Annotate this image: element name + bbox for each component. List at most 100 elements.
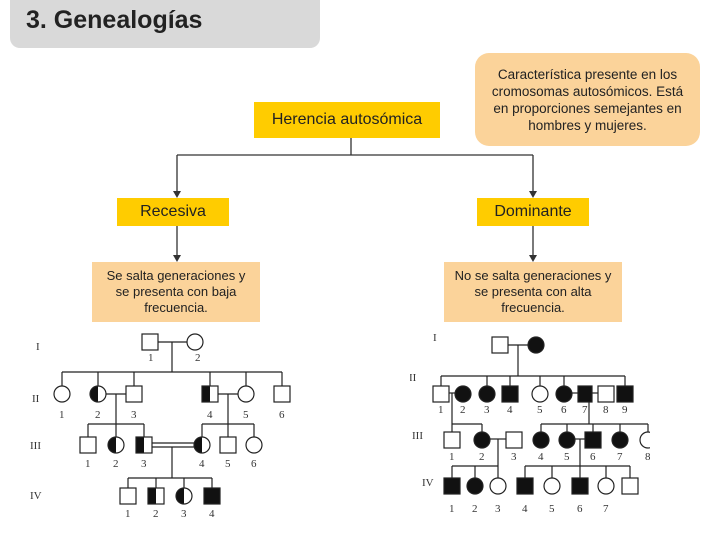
individual-number: 3 <box>141 458 147 470</box>
individual-number: 1 <box>125 508 131 520</box>
generation-label: II <box>32 393 40 405</box>
individual-number: 2 <box>460 404 466 416</box>
male-symbol <box>125 385 143 403</box>
female-symbol <box>237 385 255 403</box>
female-symbol <box>489 477 507 495</box>
individual-number: 8 <box>603 404 609 416</box>
dominant-pedigree: I II III IV <box>410 332 650 515</box>
individual-number: 5 <box>549 503 555 515</box>
individual-number: 7 <box>582 404 588 416</box>
male-symbol <box>584 431 602 449</box>
generation-label: I <box>433 332 437 344</box>
individual-number: 6 <box>279 409 285 421</box>
individual-number: 1 <box>449 503 455 515</box>
male-symbol <box>516 477 534 495</box>
male-symbol <box>141 333 159 351</box>
male-symbol <box>147 487 165 505</box>
female-symbol <box>543 477 561 495</box>
individual-number: 1 <box>148 352 154 364</box>
individual-number: 3 <box>495 503 501 515</box>
male-symbol <box>443 477 461 495</box>
individual-number: 5 <box>225 458 231 470</box>
individual-number: 4 <box>538 451 544 463</box>
page-title: 3. Genealogías <box>26 6 203 34</box>
male-symbol <box>597 385 615 403</box>
male-symbol <box>501 385 519 403</box>
title-bar <box>10 0 320 48</box>
female-symbol <box>639 431 650 449</box>
female-symbol <box>193 436 211 454</box>
individual-number: 2 <box>195 352 201 364</box>
individual-number: 4 <box>207 409 213 421</box>
female-symbol <box>89 385 107 403</box>
male-symbol <box>621 477 639 495</box>
female-symbol <box>611 431 629 449</box>
dominante-box: Dominante <box>477 198 589 226</box>
individual-number: 1 <box>85 458 91 470</box>
individual-number: 2 <box>472 503 478 515</box>
generation-label: II <box>410 372 417 384</box>
individual-number: 4 <box>199 458 205 470</box>
individual-number: 2 <box>479 451 485 463</box>
individual-number: 4 <box>522 503 528 515</box>
female-symbol <box>53 385 71 403</box>
individual-number: 6 <box>590 451 596 463</box>
herencia-autosomica-box: Herencia autosómica <box>254 102 440 138</box>
individual-number: 4 <box>209 508 215 520</box>
individual-number: 2 <box>153 508 159 520</box>
female-symbol <box>527 336 545 354</box>
male-symbol <box>201 385 219 403</box>
male-symbol <box>135 436 153 454</box>
individual-number: 8 <box>645 451 650 463</box>
generation-label: III <box>412 430 423 442</box>
individual-number: 3 <box>484 404 490 416</box>
recessive-pedigree: I II III IV <box>30 333 291 520</box>
female-symbol <box>478 385 496 403</box>
male-symbol <box>79 436 97 454</box>
generation-label: III <box>30 440 41 452</box>
male-symbol <box>505 431 523 449</box>
female-symbol <box>531 385 549 403</box>
individual-number: 6 <box>577 503 583 515</box>
female-symbol <box>245 436 263 454</box>
male-symbol <box>616 385 634 403</box>
individual-number: 3 <box>131 409 137 421</box>
individual-number: 7 <box>617 451 623 463</box>
individual-number: 1 <box>449 451 455 463</box>
recesiva-description-box: Se salta generaciones y se presenta con … <box>92 262 260 322</box>
male-symbol <box>203 487 221 505</box>
female-symbol <box>186 333 204 351</box>
individual-number: 2 <box>113 458 119 470</box>
male-symbol <box>571 477 589 495</box>
individual-number: 6 <box>561 404 567 416</box>
individual-number: 5 <box>537 404 543 416</box>
individual-number: 1 <box>59 409 65 421</box>
male-symbol <box>219 436 237 454</box>
female-symbol <box>555 385 573 403</box>
individual-number: 5 <box>564 451 570 463</box>
individual-number: 7 <box>603 503 609 515</box>
male-symbol <box>443 431 461 449</box>
female-symbol <box>532 431 550 449</box>
individual-number: 3 <box>511 451 517 463</box>
generation-label: I <box>36 341 40 353</box>
dominante-description-box: No se salta generaciones y se presenta c… <box>444 262 622 322</box>
male-symbol <box>273 385 291 403</box>
recesiva-box: Recesiva <box>117 198 229 226</box>
female-symbol <box>473 431 491 449</box>
female-symbol <box>597 477 615 495</box>
individual-number: 3 <box>181 508 187 520</box>
male-symbol <box>491 336 509 354</box>
individual-number: 5 <box>243 409 249 421</box>
individual-number: 4 <box>507 404 513 416</box>
generation-label: IV <box>422 477 434 489</box>
female-symbol <box>107 436 125 454</box>
individual-number: 1 <box>438 404 444 416</box>
individual-number: 9 <box>622 404 628 416</box>
female-symbol <box>175 487 193 505</box>
male-symbol <box>119 487 137 505</box>
female-symbol <box>558 431 576 449</box>
individual-number: 2 <box>95 409 101 421</box>
female-symbol <box>454 385 472 403</box>
